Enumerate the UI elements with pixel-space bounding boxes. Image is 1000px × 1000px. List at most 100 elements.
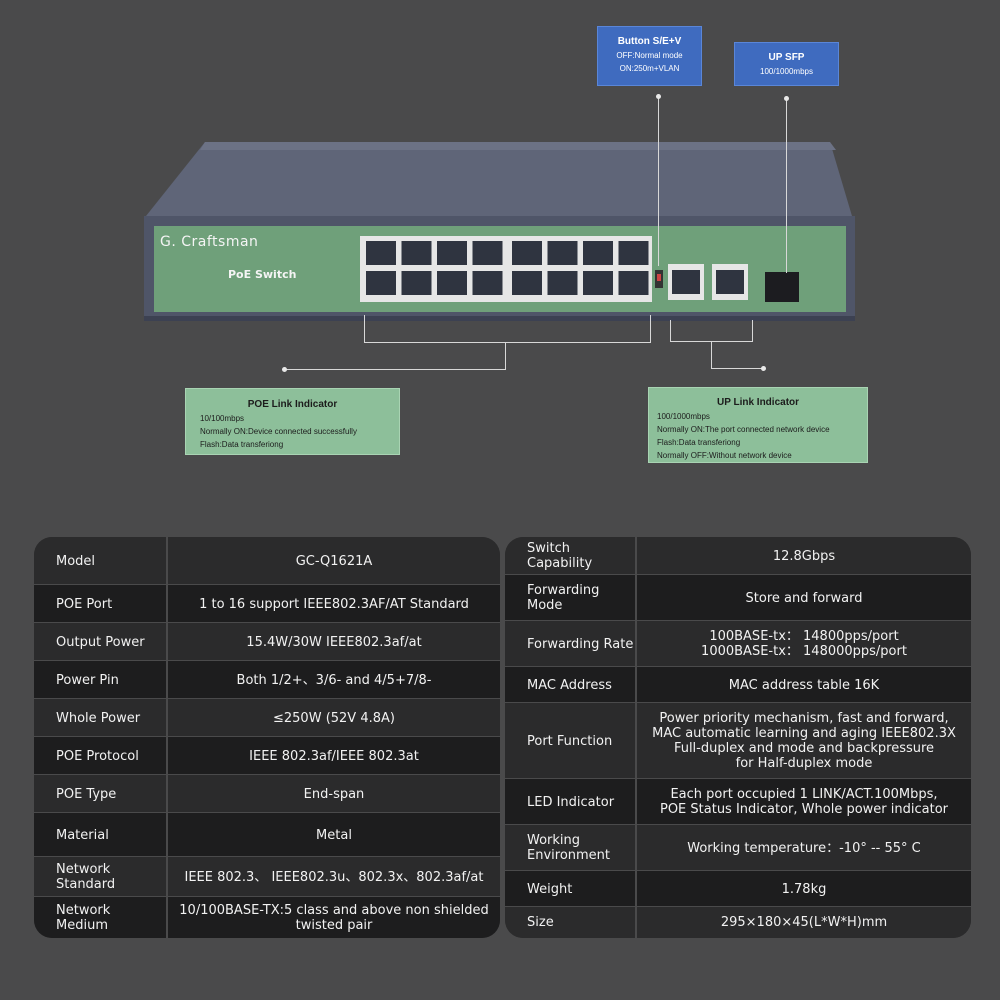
rj45-port bbox=[512, 241, 542, 265]
spec-value: Store and forward bbox=[635, 575, 971, 621]
spec-key: Working Environment bbox=[505, 825, 635, 871]
button-callout-line: ON:250m+VLAN bbox=[619, 64, 680, 73]
spec-value: GC-Q1621A bbox=[166, 537, 500, 585]
spec-key: Model bbox=[34, 537, 166, 585]
up-sfp-callout: UP SFP 100/1000mbps bbox=[734, 42, 839, 86]
button-callout-line: OFF:Normal mode bbox=[616, 51, 683, 60]
up-link-callout-line: Normally ON:The port connected network d… bbox=[657, 425, 830, 434]
subtitle-text: PoE Switch bbox=[228, 268, 296, 281]
rj45-port bbox=[583, 241, 613, 265]
rj45-port bbox=[366, 271, 396, 295]
spec-value: 10/100BASE-TX:5 class and above non shie… bbox=[166, 897, 500, 938]
spec-key: Output Power bbox=[34, 623, 166, 661]
up-link-callout-line: Flash:Data transferiong bbox=[657, 438, 741, 447]
spec-value: Each port occupied 1 LINK/ACT.100Mbps, P… bbox=[635, 779, 971, 825]
poe-link-callout-line: Normally ON:Device connected successfull… bbox=[200, 427, 357, 436]
up-bracket-right bbox=[752, 320, 753, 342]
poe-bracket-stem bbox=[505, 342, 506, 370]
spec-key: Whole Power bbox=[34, 699, 166, 737]
up-link-callout: UP Link Indicator 100/1000mbps Normally … bbox=[648, 387, 868, 463]
spec-key: LED Indicator bbox=[505, 779, 635, 825]
spec-value: MAC address table 16K bbox=[635, 667, 971, 703]
spec-value: ≤250W (52V 4.8A) bbox=[166, 699, 500, 737]
up-sfp-callout-line: 100/1000mbps bbox=[760, 67, 813, 76]
spec-key: Port Function bbox=[505, 703, 635, 779]
rj45-port bbox=[512, 271, 542, 295]
rj45-port bbox=[583, 271, 613, 295]
rj45-port bbox=[366, 241, 396, 265]
spec-value: 15.4W/30W IEEE802.3af/at bbox=[166, 623, 500, 661]
spec-row: Whole Power≤250W (52V 4.8A) bbox=[34, 699, 500, 737]
poe-bracket-left bbox=[364, 315, 365, 343]
spec-value: 295×180×45(L*W*H)mm bbox=[635, 907, 971, 938]
spec-key: Forwarding Rate bbox=[505, 621, 635, 667]
spec-value: 1 to 16 support IEEE802.3AF/AT Standard bbox=[166, 585, 500, 623]
poe-link-callout: POE Link Indicator 10/100mbps Normally O… bbox=[185, 388, 400, 455]
up-link-callout-line: Normally OFF:Without network device bbox=[657, 451, 792, 460]
spec-value: Metal bbox=[166, 813, 500, 857]
sfp-leader-dot bbox=[784, 96, 789, 101]
button-leader-line bbox=[658, 96, 659, 266]
spec-key: POE Protocol bbox=[34, 737, 166, 775]
rj45-port bbox=[618, 271, 649, 295]
poe-ports bbox=[366, 241, 649, 295]
up-sfp-callout-title: UP SFP bbox=[768, 52, 805, 63]
spec-key: Weight bbox=[505, 871, 635, 907]
up-bracket-left bbox=[670, 320, 671, 342]
sfp-port bbox=[765, 272, 799, 302]
rj45-port bbox=[437, 271, 467, 295]
spec-value: 12.8Gbps bbox=[635, 537, 971, 575]
rj45-port bbox=[547, 271, 578, 295]
poe-leader-line bbox=[285, 369, 506, 370]
rj45-port bbox=[401, 271, 432, 295]
spec-value: End-span bbox=[166, 775, 500, 813]
poe-bracket-right bbox=[650, 315, 651, 343]
spec-key: MAC Address bbox=[505, 667, 635, 703]
spec-key: Power Pin bbox=[34, 661, 166, 699]
rj45-port bbox=[437, 241, 467, 265]
poe-link-callout-line: Flash:Data transferiong bbox=[200, 440, 284, 449]
up-leader-dot bbox=[761, 366, 766, 371]
spec-value: 1.78kg bbox=[635, 871, 971, 907]
spec-value: IEEE 802.3、 IEEE802.3u、802.3x、802.3af/at bbox=[166, 857, 500, 897]
button-callout: Button S/E+V OFF:Normal mode ON:250m+VLA… bbox=[597, 26, 702, 86]
sfp-leader-line bbox=[786, 98, 787, 273]
spec-value: IEEE 802.3af/IEEE 802.3at bbox=[166, 737, 500, 775]
poe-switch-image: G. Craftsman PoE Switch bbox=[144, 142, 855, 321]
rj45-port bbox=[618, 241, 649, 265]
spec-key: Network Medium bbox=[34, 897, 166, 938]
spec-key: Forwarding Mode bbox=[505, 575, 635, 621]
button-leader-dot bbox=[656, 94, 661, 99]
rj45-port bbox=[472, 241, 503, 265]
switch-illustration: G. Craftsman PoE Switch bbox=[0, 0, 1000, 330]
up-leader-line bbox=[711, 368, 763, 369]
spec-key: Network Standard bbox=[34, 857, 166, 897]
poe-bracket-bottom bbox=[364, 342, 650, 343]
rj45-port bbox=[401, 241, 432, 265]
spec-key: Material bbox=[34, 813, 166, 857]
spec-key: POE Port bbox=[34, 585, 166, 623]
poe-link-callout-title: POE Link Indicator bbox=[247, 399, 338, 410]
spec-value: Power priority mechanism, fast and forwa… bbox=[635, 703, 971, 779]
poe-leader-dot bbox=[282, 367, 287, 372]
up-link-callout-title: UP Link Indicator bbox=[716, 397, 800, 408]
spec-key: Switch Capability bbox=[505, 537, 635, 575]
spec-value: 100BASE-tx： 14800pps/port 1000BASE-tx： 1… bbox=[635, 621, 971, 667]
spec-key: POE Type bbox=[34, 775, 166, 813]
